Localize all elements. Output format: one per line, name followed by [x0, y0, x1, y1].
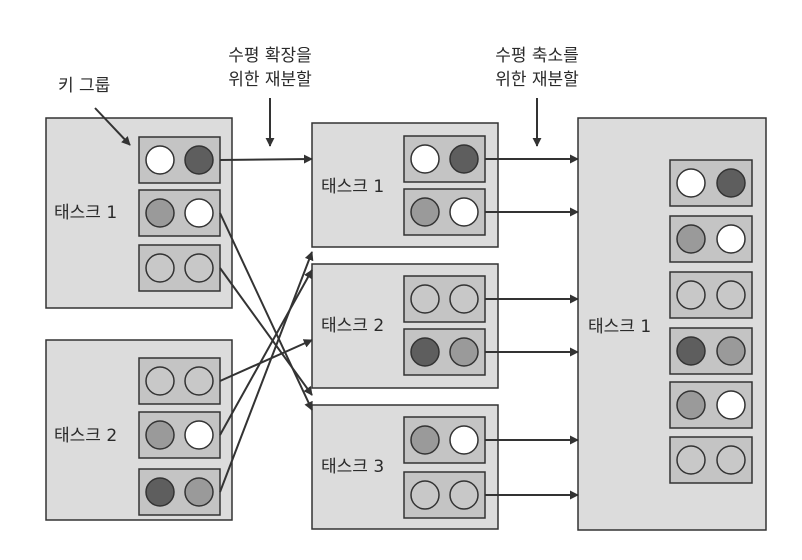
key-group — [669, 327, 753, 375]
scale-in-annotation-line-2: 위한 재분할 — [495, 70, 579, 90]
middle-task-1-label: 태스크 1 — [321, 177, 385, 197]
key-group — [403, 188, 486, 236]
left-task-1-label: 태스크 1 — [54, 203, 118, 223]
key-group — [138, 468, 221, 516]
scale-in-arrows — [485, 154, 579, 500]
key-group — [403, 328, 486, 376]
key-group-annotation: 키 그룹 — [58, 76, 111, 96]
scale-out-annotation: 수평 확장을 위한 재분할 — [214, 44, 326, 92]
right-task-1-label: 태스크 1 — [588, 317, 652, 337]
key-group — [403, 416, 486, 464]
key-group — [138, 411, 221, 459]
key-group — [669, 159, 753, 207]
left-task-2-label: 태스크 2 — [54, 426, 118, 446]
key-group — [403, 135, 486, 183]
key-group — [669, 381, 753, 429]
key-group — [669, 436, 753, 484]
scale-out-annotation-line-2: 위한 재분할 — [228, 70, 312, 90]
scale-in-annotation: 수평 축소를 위한 재분할 — [481, 44, 593, 92]
key-group — [669, 271, 753, 319]
key-group — [403, 471, 486, 519]
key-group — [669, 215, 753, 263]
key-group — [138, 357, 221, 405]
scale-in-annotation-line-1: 수평 축소를 — [495, 46, 579, 66]
key-group — [138, 244, 221, 292]
key-group-pointer-arrow — [94, 107, 131, 146]
middle-task-3-label: 태스크 3 — [321, 457, 385, 477]
scale-out-arrows — [219, 154, 314, 493]
key-group — [403, 275, 486, 323]
key-group — [138, 189, 221, 237]
scale-out-annotation-line-1: 수평 확장을 — [228, 46, 312, 66]
key-group — [138, 136, 221, 184]
middle-task-2-label: 태스크 2 — [321, 316, 385, 336]
